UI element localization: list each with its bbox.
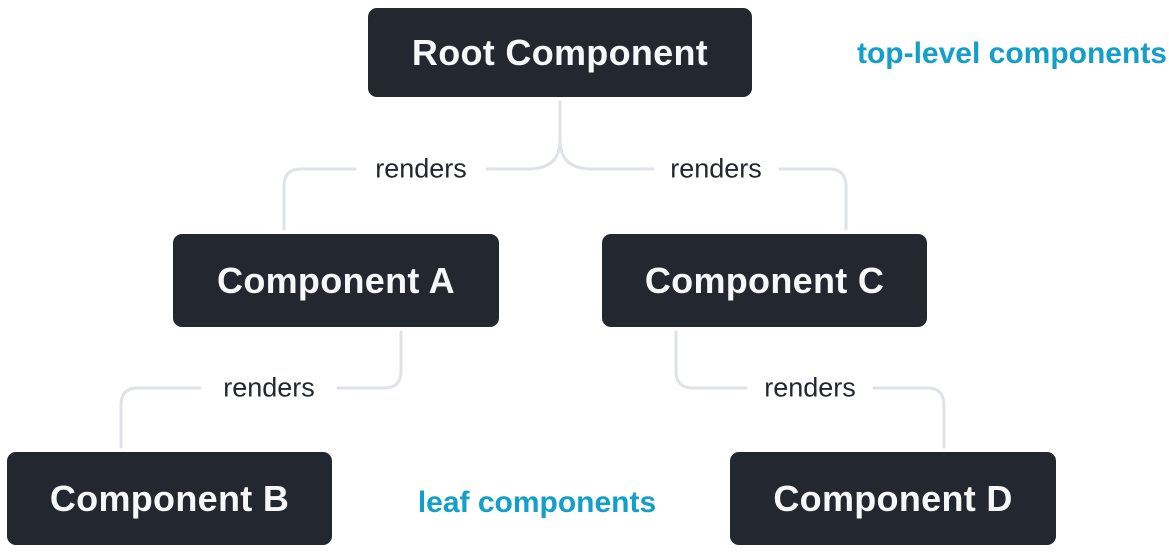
annotation-top-level-components: top-level components <box>856 37 1167 70</box>
node-a-label: Component A <box>217 259 455 301</box>
edge-to-component-c <box>778 167 848 231</box>
node-root-label: Root Component <box>411 31 709 73</box>
edge-c-down <box>674 330 748 390</box>
edge-a-down <box>336 330 403 390</box>
edge-label-c-to-d: renders <box>754 372 866 404</box>
node-root-component: Root Component <box>365 5 755 100</box>
node-component-b: Component B <box>4 449 335 548</box>
edge-to-component-a <box>282 167 357 231</box>
node-d-label: Component D <box>773 477 1013 519</box>
edge-label-a-to-b: renders <box>213 372 325 404</box>
annotation-leaf-components: leaf components <box>417 486 657 519</box>
edge-root-fork-left <box>485 138 562 171</box>
edge-to-component-b <box>119 386 202 449</box>
node-c-label: Component C <box>644 259 885 301</box>
node-component-a: Component A <box>170 231 502 330</box>
node-b-label: Component B <box>49 477 290 519</box>
edge-label-root-to-a: renders <box>365 153 477 185</box>
edge-label-root-to-c: renders <box>660 153 772 185</box>
edge-to-component-d <box>872 386 946 449</box>
node-component-d: Component D <box>727 449 1059 548</box>
edge-root-fork-right <box>558 138 655 171</box>
node-component-c: Component C <box>599 231 930 330</box>
